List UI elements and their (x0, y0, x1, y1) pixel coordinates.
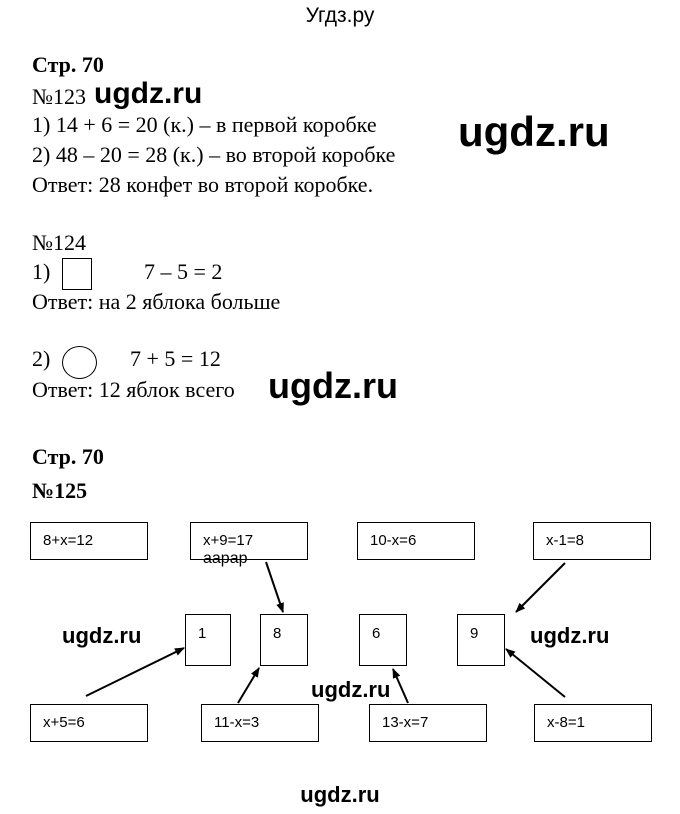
answer-box: 6 (359, 614, 407, 666)
arrow-11x-to-8 (237, 667, 260, 704)
task-124-item-1-equation: 7 – 5 = 2 (144, 259, 223, 284)
task-125-number: №125 (32, 478, 88, 503)
answer-box: 8 (260, 614, 308, 666)
square-shape (62, 258, 92, 290)
circle-shape (62, 346, 97, 379)
bottom-equation-box: x-8=1 (534, 704, 652, 742)
task-123-answer: Ответ: 28 конфет во второй коробке. (32, 172, 374, 197)
watermark: ugdz.ru (458, 108, 610, 155)
top-equation-box: 8+x=12 (30, 522, 148, 560)
arrow-x1-to-9 (515, 562, 566, 613)
arrow-x5-to-1 (85, 647, 185, 697)
bottom-equation-box: x+5=6 (30, 704, 148, 742)
arrow-13x-to-6 (392, 668, 409, 704)
answer-box: 1 (185, 614, 231, 666)
watermark: ugdz.ru (94, 77, 203, 110)
watermark: ugdz.ru (311, 677, 391, 702)
site-title: Угдз.ру (305, 4, 375, 27)
page-heading-2: Стр. 70 (32, 444, 104, 469)
arrow-x8-to-9 (505, 648, 566, 698)
top-equation-box: 10-x=6 (357, 522, 475, 560)
task-124-item-2-answer: Ответ: 12 яблок всего (32, 377, 235, 402)
task-124-number: №124 (32, 230, 86, 255)
task-123-number: №123 (32, 84, 86, 109)
task-123-step-2: 2) 48 – 20 = 28 (к.) – во второй коробке (32, 142, 396, 167)
task-124-item-1-answer: Ответ: на 2 яблока больше (32, 289, 281, 314)
task-124-item-1-number: 1) (32, 259, 51, 284)
bottom-equation-box: 13-x=7 (369, 704, 487, 742)
task-124-item-2-number: 2) (32, 346, 51, 371)
page-heading-1: Стр. 70 (32, 52, 104, 77)
answer-box: 9 (457, 614, 505, 666)
handwritten-scrawl: аарар (203, 550, 248, 567)
bottom-equation-box: 11-x=3 (201, 704, 319, 742)
top-equation-box: x+9=17 (190, 522, 308, 560)
task-124-item-2-equation: 7 + 5 = 12 (130, 346, 221, 371)
watermark: ugdz.ru (62, 623, 142, 648)
top-equation-box: x-1=8 (533, 522, 651, 560)
watermark: ugdz.ru (268, 365, 398, 406)
task-123-step-1: 1) 14 + 6 = 20 (к.) – в первой коробке (32, 112, 377, 137)
watermark: ugdz.ru (530, 623, 610, 648)
site-footer: ugdz.ru (300, 782, 380, 807)
arrow-x9-to-8 (265, 561, 284, 613)
